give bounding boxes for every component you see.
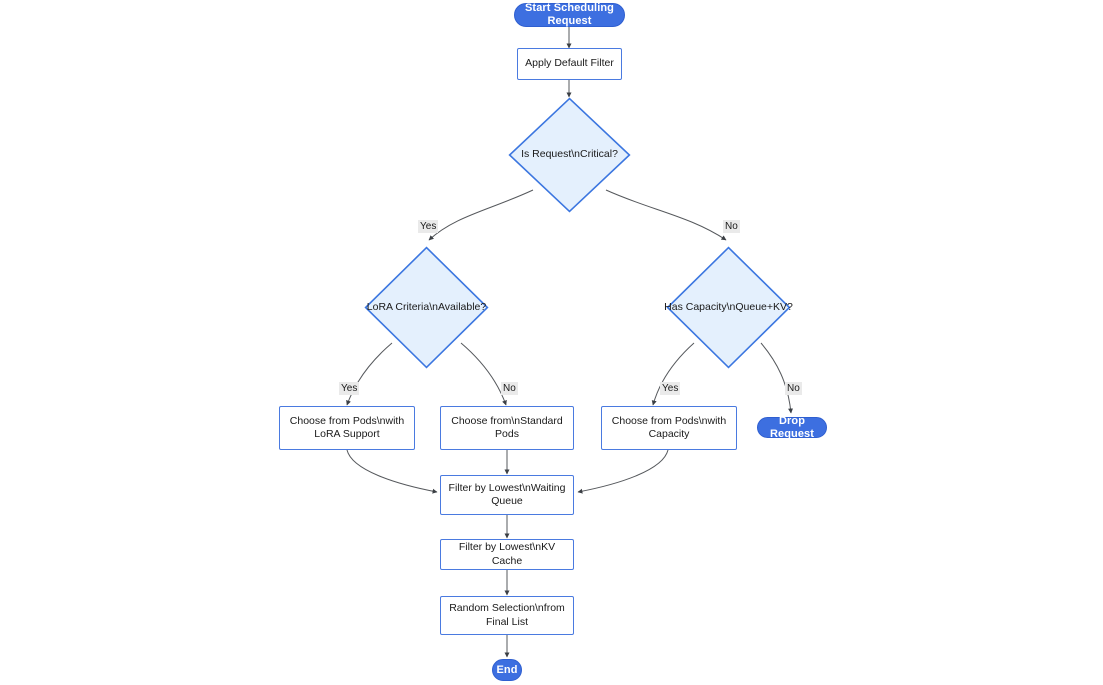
node-drop-request-label: Drop Request xyxy=(769,414,815,440)
node-random-selection-line2: Final List xyxy=(485,615,528,628)
node-choose-capacity-pods-line2: Capacity xyxy=(648,428,690,440)
node-choose-capacity-pods-line1: Choose from Pods\nwith xyxy=(611,414,727,427)
node-lora-criteria-available-label: LoRA Criteria\nAvailable? xyxy=(366,300,487,313)
edge-label-capacity-yes: Yes xyxy=(660,382,681,395)
edge-label-capacity-no: No xyxy=(785,382,802,395)
node-choose-lora-pods[interactable]: Choose from Pods\nwith LoRA Support xyxy=(279,406,415,450)
node-filter-kv-cache-label: Filter by Lowest\nKV Cache xyxy=(458,541,556,567)
node-end[interactable]: End xyxy=(492,659,522,681)
node-has-capacity[interactable]: Has Capacity\nQueue+KV? xyxy=(664,246,793,369)
node-choose-standard-pods-line1: Choose from\nStandard xyxy=(451,414,563,427)
edge-label-critical-no: No xyxy=(723,220,740,233)
node-choose-capacity-pods[interactable]: Choose from Pods\nwith Capacity xyxy=(601,406,737,450)
node-drop-request[interactable]: Drop Request xyxy=(757,414,827,440)
node-start-label: Start Scheduling Request xyxy=(525,2,614,27)
node-filter-waiting-queue[interactable]: Filter by Lowest\nWaiting Queue xyxy=(440,475,574,515)
node-choose-lora-pods-line1: Choose from Pods\nwith xyxy=(289,414,405,427)
node-random-selection-line1: Random Selection\nfrom xyxy=(449,602,565,615)
node-apply-default-filter-label: Apply Default Filter xyxy=(525,57,614,70)
edge-choose-capacity-pods-to-filter-queue xyxy=(577,449,669,494)
diamond-shape-has-capacity xyxy=(666,246,791,369)
node-filter-waiting-queue-line1: Filter by Lowest\nWaiting xyxy=(448,481,566,494)
edge-label-lora-yes: Yes xyxy=(339,382,360,395)
node-filter-waiting-queue-line2: Queue xyxy=(491,495,523,507)
edge-choose-lora-pods-to-filter-queue xyxy=(346,449,438,494)
node-random-selection[interactable]: Random Selection\nfrom Final List xyxy=(440,596,574,635)
node-is-request-critical[interactable]: Is Request\nCritical? xyxy=(508,97,631,213)
diamond-shape-is-request-critical xyxy=(508,97,631,213)
node-has-capacity-label: Has Capacity\nQueue+KV? xyxy=(664,300,793,313)
diamond-shape-lora-criteria-available xyxy=(364,246,489,369)
node-choose-standard-pods-line2: Pods xyxy=(495,428,519,440)
node-lora-criteria-available[interactable]: LoRA Criteria\nAvailable? xyxy=(364,246,489,369)
node-filter-kv-cache[interactable]: Filter by Lowest\nKV Cache xyxy=(440,539,574,570)
edge-label-critical-yes: Yes xyxy=(418,220,439,233)
edge-label-lora-no: No xyxy=(501,382,518,395)
node-end-label: End xyxy=(496,663,518,676)
node-choose-standard-pods[interactable]: Choose from\nStandard Pods xyxy=(440,406,574,450)
node-start[interactable]: Start Scheduling Request xyxy=(514,2,625,27)
node-apply-default-filter[interactable]: Apply Default Filter xyxy=(517,48,622,80)
node-choose-lora-pods-line2: LoRA Support xyxy=(314,428,380,440)
node-is-request-critical-label: Is Request\nCritical? xyxy=(521,148,618,161)
